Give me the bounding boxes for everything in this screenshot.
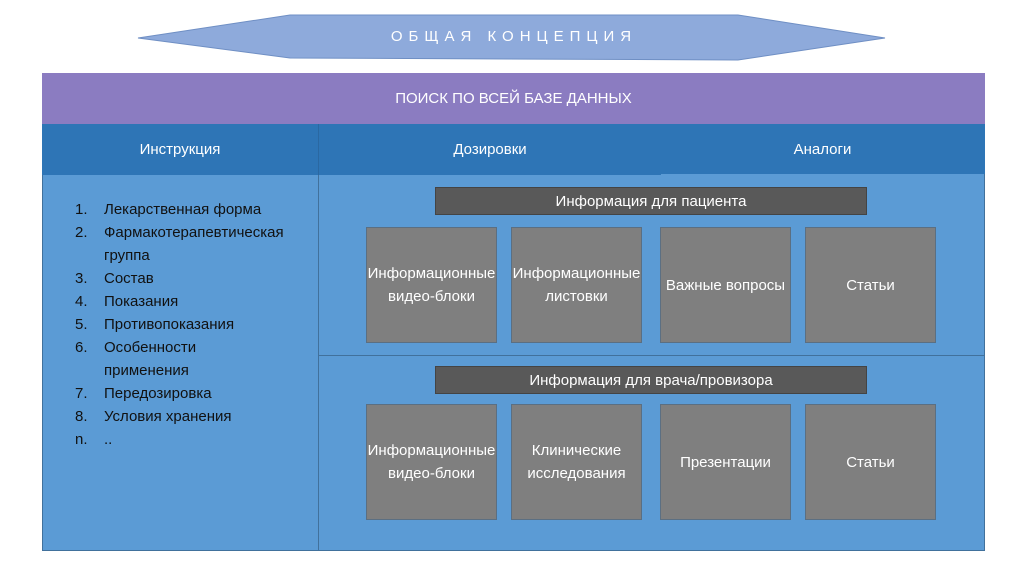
list-item[interactable]: 6. Особенности применения xyxy=(75,336,289,382)
patient-articles[interactable]: Статьи xyxy=(805,227,936,343)
list-text: Особенности применения xyxy=(104,339,197,379)
list-item[interactable]: 7. Передозировка xyxy=(75,382,289,405)
list-number: 1. xyxy=(75,201,88,218)
title-banner-shape xyxy=(137,14,886,61)
list-number: n. xyxy=(75,431,88,448)
list-text: Показания xyxy=(104,293,179,310)
section-divider xyxy=(318,355,985,356)
list-number: 7. xyxy=(75,385,88,402)
patient-important-questions[interactable]: Важные вопросы xyxy=(660,227,791,343)
list-number: 3. xyxy=(75,270,88,287)
list-text: Состав xyxy=(104,270,154,287)
page-title: ОБЩАЯ КОНЦЕПЦИЯ xyxy=(390,28,638,45)
list-text: Противопоказания xyxy=(104,316,235,333)
list-item[interactable]: 5. Противопоказания xyxy=(75,313,289,336)
list-text: Фармакотерапевтическая группа xyxy=(104,224,284,264)
doctor-video-blocks[interactable]: Информационные видео-блоки xyxy=(366,404,497,520)
doctor-clinical-studies[interactable]: Клинические исследования xyxy=(511,404,642,520)
list-text: Передозировка xyxy=(104,385,212,402)
tab-dosages[interactable]: Дозировки xyxy=(318,124,661,175)
list-text: .. xyxy=(104,431,113,448)
list-item[interactable]: 4. Показания xyxy=(75,290,289,313)
list-text: Условия хранения xyxy=(104,408,232,425)
list-item[interactable]: 8. Условия хранения xyxy=(75,405,289,428)
list-item[interactable]: 3. Состав xyxy=(75,267,289,290)
doctor-presentations[interactable]: Презентации xyxy=(660,404,791,520)
list-number: 4. xyxy=(75,293,88,310)
doctor-articles[interactable]: Статьи xyxy=(805,404,936,520)
list-number: 8. xyxy=(75,408,88,425)
search-all-database[interactable]: ПОИСК ПО ВСЕЙ БАЗЕ ДАННЫХ xyxy=(42,73,985,124)
instruction-list: 1. Лекарственная форма 2. Фармакотерапевти… xyxy=(75,198,289,451)
list-text: Лекарственная форма xyxy=(104,201,262,218)
tab-analogs[interactable]: Аналоги xyxy=(660,124,985,174)
list-number: 5. xyxy=(75,316,88,333)
doctor-info-header: Информация для врача/провизора xyxy=(435,366,867,394)
list-item[interactable]: n... xyxy=(75,428,289,451)
column-divider xyxy=(318,175,319,551)
list-number: 6. xyxy=(75,339,88,356)
list-number: 2. xyxy=(75,224,88,241)
list-item[interactable]: 1. Лекарственная форма xyxy=(75,198,289,221)
patient-info-header: Информация для пациента xyxy=(435,187,867,215)
patient-leaflets[interactable]: Информационные листовки xyxy=(511,227,642,343)
tab-instruction[interactable]: Инструкция xyxy=(42,124,318,175)
list-item[interactable]: 2. Фармакотерапевтическая группа xyxy=(75,221,289,267)
patient-video-blocks[interactable]: Информационные видео-блоки xyxy=(366,227,497,343)
